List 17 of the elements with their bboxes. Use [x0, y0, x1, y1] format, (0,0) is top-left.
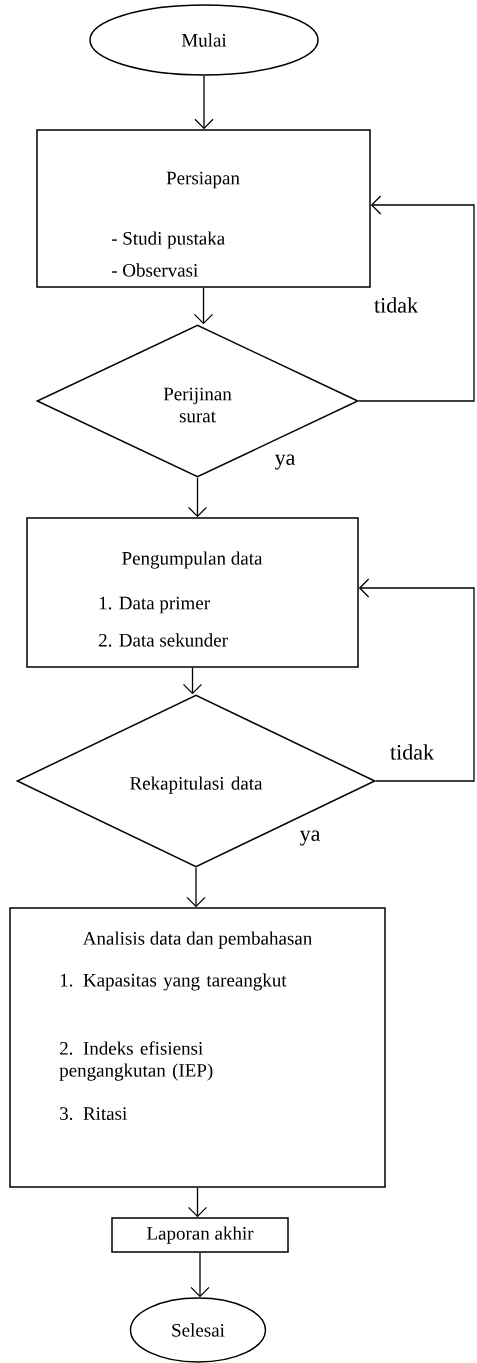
process-box: Laporan akhir [111, 1217, 289, 1253]
arrow [187, 477, 208, 518]
arrow [182, 667, 203, 695]
arrow [358, 578, 475, 782]
arrow [187, 1187, 208, 1218]
edge-label: ya [273, 453, 297, 471]
process-box: Pengumpulan data 1. Data primer 2. Data sekunder [26, 517, 359, 668]
process-box: Analisis data dan pembahasan 1. Kapasitas yang tareangkut 2. Indeks efisiensi pengangkutan (IEP) 3. Ritasi [9, 907, 386, 1188]
edge-label: ya [298, 829, 322, 847]
arrow [194, 75, 214, 130]
edge-label: tidak [373, 296, 419, 314]
arrow [186, 867, 206, 908]
arrow [358, 195, 475, 402]
process-box: Persiapan - Studi pustaka - Observasi [36, 129, 371, 288]
arrow [193, 287, 214, 325]
edge-label: tidak [389, 743, 435, 761]
arrow [190, 1252, 210, 1298]
